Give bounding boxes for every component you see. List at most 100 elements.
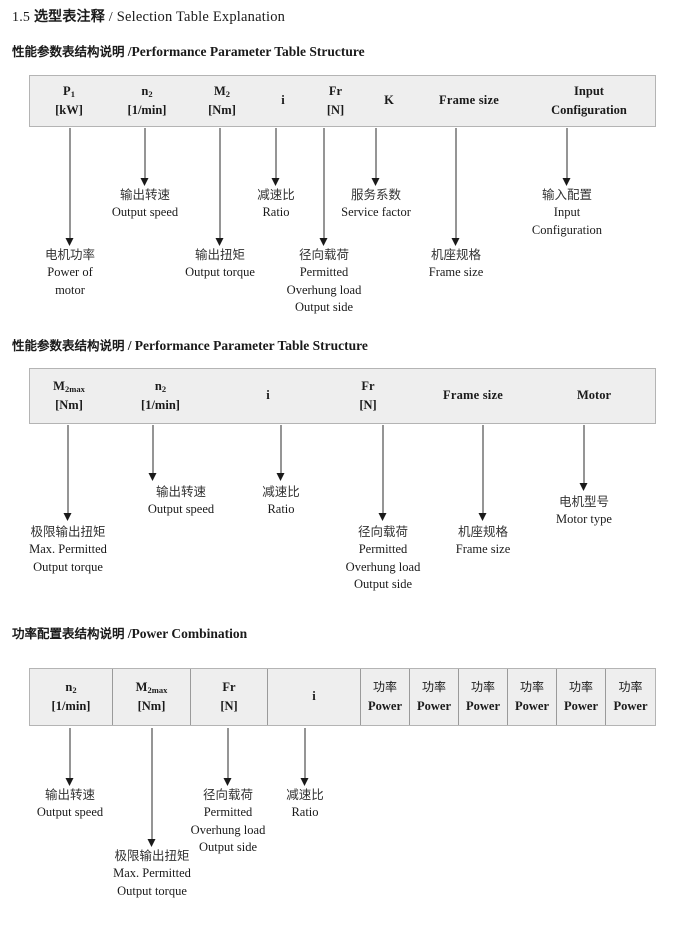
arrow-to-frame-size — [451, 128, 461, 246]
arrow-to-max-permitted-output-torque-3 — [147, 728, 157, 847]
annotation-overhung-load-en1: Permitted — [299, 264, 349, 279]
annotation-overhung-load-3-en2: Overhung load — [190, 822, 266, 837]
annotation-max-permitted-output-torque-3-en1: Max. Permitted — [113, 865, 191, 880]
section-1-heading: 性能参数表结构说明 /Performance Parameter Table S… — [12, 41, 365, 60]
annotation-output-speed-2-en1: Output speed — [147, 501, 215, 516]
table1-col-i-symbol: i — [281, 93, 285, 108]
section-1-heading-en: Performance Parameter Table Structure — [131, 44, 365, 59]
section-3-heading-en: Power Combination — [131, 626, 248, 641]
table1-col-n2-symbol: n2 — [141, 83, 153, 99]
annotation-max-permitted-output-torque-3: 极限输出扭矩 Max. Permitted Output torque — [113, 847, 191, 900]
table3-col-power-4-en: Power — [514, 698, 549, 713]
table3-col-m2max: M2max [Nm] — [112, 669, 190, 725]
table1-col-p1-symbol: P1 — [63, 83, 75, 99]
annotation-max-permitted-output-torque-3-en2: Output torque — [117, 883, 187, 898]
annotation-output-speed-2-cn: 输出转速 — [155, 484, 206, 499]
annotation-input-configuration-en2: Configuration — [531, 222, 603, 237]
table2-col-n2-symbol: n2 — [154, 378, 167, 394]
section-2-heading: 性能参数表结构说明 / Performance Parameter Table … — [12, 335, 368, 354]
table3-col-power-4-cn: 功率 — [519, 680, 544, 695]
table3-col-power-3-en: Power — [465, 698, 500, 713]
annotation-output-speed-cn: 输出转速 — [119, 187, 170, 202]
annotation-max-permitted-output-torque-3-cn: 极限输出扭矩 — [114, 848, 190, 863]
table2-col-i: i — [213, 369, 323, 423]
annotation-max-permitted-output-torque-en2: Output torque — [33, 559, 103, 574]
table3-col-power-6-en: Power — [613, 698, 648, 713]
table3-col-power-3: 功率 Power — [458, 669, 507, 725]
table1-col-fr-symbol: Fr — [328, 83, 343, 98]
section-1-heading-sep: / — [127, 44, 132, 59]
section-3-heading-sep: / — [127, 626, 132, 641]
power-combination-table: n2 [1/min] M2max [Nm] Fr [N] i 功率 Power … — [29, 668, 656, 726]
arrow-to-motor-type — [579, 425, 589, 491]
table1-col-p1: P1 [kW] — [30, 76, 108, 126]
table3-col-power-1-en: Power — [367, 698, 402, 713]
annotation-motor-type: 电机型号 Motor type — [556, 493, 612, 529]
performance-parameter-table-1: P1 [kW] n2 [1/min] M2 [Nm] i Fr [N] K Fr… — [29, 75, 656, 127]
table2-col-n2-unit: [1/min] — [141, 398, 180, 412]
annotation-input-configuration-en1: Input — [553, 204, 581, 219]
table2-col-n2: n2 [1/min] — [108, 369, 213, 423]
table2-col-m2max-unit: [Nm] — [55, 398, 83, 412]
annotation-overhung-load-cn: 径向载荷 — [298, 247, 350, 262]
table1-col-k-symbol: K — [384, 93, 394, 108]
arrow-to-ratio — [271, 128, 281, 186]
annotation-overhung-load-3: 径向载荷 Permitted Overhung load Output side — [191, 786, 266, 857]
table2-col-m2max: M2max [Nm] — [30, 369, 108, 423]
annotation-frame-size-2: 机座规格 Frame size — [456, 523, 511, 559]
annotation-power-of-motor-en1: Power of — [47, 264, 93, 279]
table3-col-power-3-cn: 功率 — [470, 680, 495, 695]
table3-col-fr: Fr [N] — [190, 669, 267, 725]
annotation-overhung-load-3-en1: Permitted — [203, 804, 253, 819]
annotation-frame-size-2-en1: Frame size — [455, 541, 511, 556]
arrow-to-permitted-overhung-load — [319, 128, 329, 246]
annotation-max-permitted-output-torque-en1: Max. Permitted — [29, 541, 107, 556]
annotation-overhung-load-2-cn: 径向载荷 — [357, 524, 409, 539]
table3-col-fr-symbol: Fr — [222, 679, 236, 694]
table2-col-fr-unit: [N] — [359, 398, 377, 412]
table3-col-power-5-cn: 功率 — [568, 680, 593, 695]
annotation-input-configuration-cn: 输入配置 — [541, 187, 593, 202]
arrow-to-output-torque — [215, 128, 225, 246]
annotation-overhung-load-3-en3: Output side — [199, 840, 257, 855]
table3-col-power-2-cn: 功率 — [421, 680, 446, 695]
table1-col-frame-size-label: Frame size — [439, 93, 499, 108]
section-2-heading-sep: / — [127, 338, 132, 353]
annotation-output-speed-3: 输出转速 Output speed — [37, 786, 103, 822]
table1-col-input-configuration-line2: Configuration — [551, 103, 627, 117]
table3-col-n2-symbol: n2 — [65, 679, 77, 695]
arrow-to-power-of-motor — [65, 128, 75, 246]
annotation-overhung-load-en2: Overhung load — [286, 282, 362, 297]
table2-col-m2max-symbol: M2max — [53, 378, 85, 394]
performance-parameter-table-2: M2max [Nm] n2 [1/min] i Fr [N] Frame siz… — [29, 368, 656, 424]
annotation-ratio-3-cn: 减速比 — [286, 787, 324, 802]
annotation-max-permitted-output-torque-cn: 极限输出扭矩 — [30, 524, 106, 539]
arrow-to-max-permitted-output-torque — [63, 425, 73, 521]
table1-col-m2-symbol: M2 — [213, 83, 231, 99]
annotation-power-of-motor-cn: 电机功率 — [44, 247, 96, 262]
annotation-max-permitted-output-torque: 极限输出扭矩 Max. Permitted Output torque — [29, 523, 107, 576]
annotation-output-torque-en1: Output torque — [185, 264, 255, 279]
table2-col-motor-label: Motor — [576, 388, 611, 403]
table2-col-i-symbol: i — [266, 388, 270, 403]
annotation-overhung-load-en3: Output side — [295, 300, 353, 315]
annotation-output-speed-en1: Output speed — [111, 204, 179, 219]
table2-col-fr: Fr [N] — [323, 369, 413, 423]
table1-col-k: K — [363, 76, 415, 126]
annotation-service-factor-en1: Service factor — [341, 204, 411, 219]
arrow-to-output-speed-2 — [148, 425, 158, 481]
annotation-service-factor: 服务系数 Service factor — [341, 186, 411, 222]
table1-col-fr-unit: [N] — [326, 103, 345, 117]
table1-col-p1-unit: [kW] — [55, 103, 83, 117]
annotation-overhung-load: 径向载荷 Permitted Overhung load Output side — [287, 246, 362, 317]
annotation-output-torque-cn: 输出扭矩 — [194, 247, 246, 262]
table1-col-m2-unit: [Nm] — [208, 103, 236, 117]
annotation-overhung-load-2: 径向载荷 Permitted Overhung load Output side — [346, 523, 421, 594]
section-number: 1.5 — [12, 10, 31, 25]
annotation-power-of-motor: 电机功率 Power of motor — [45, 246, 95, 299]
section-2-heading-cn: 性能参数表结构说明 — [12, 338, 125, 353]
table1-col-m2: M2 [Nm] — [186, 76, 258, 126]
table3-col-m2max-unit: [Nm] — [137, 699, 166, 713]
annotation-power-of-motor-en2: motor — [55, 282, 85, 297]
